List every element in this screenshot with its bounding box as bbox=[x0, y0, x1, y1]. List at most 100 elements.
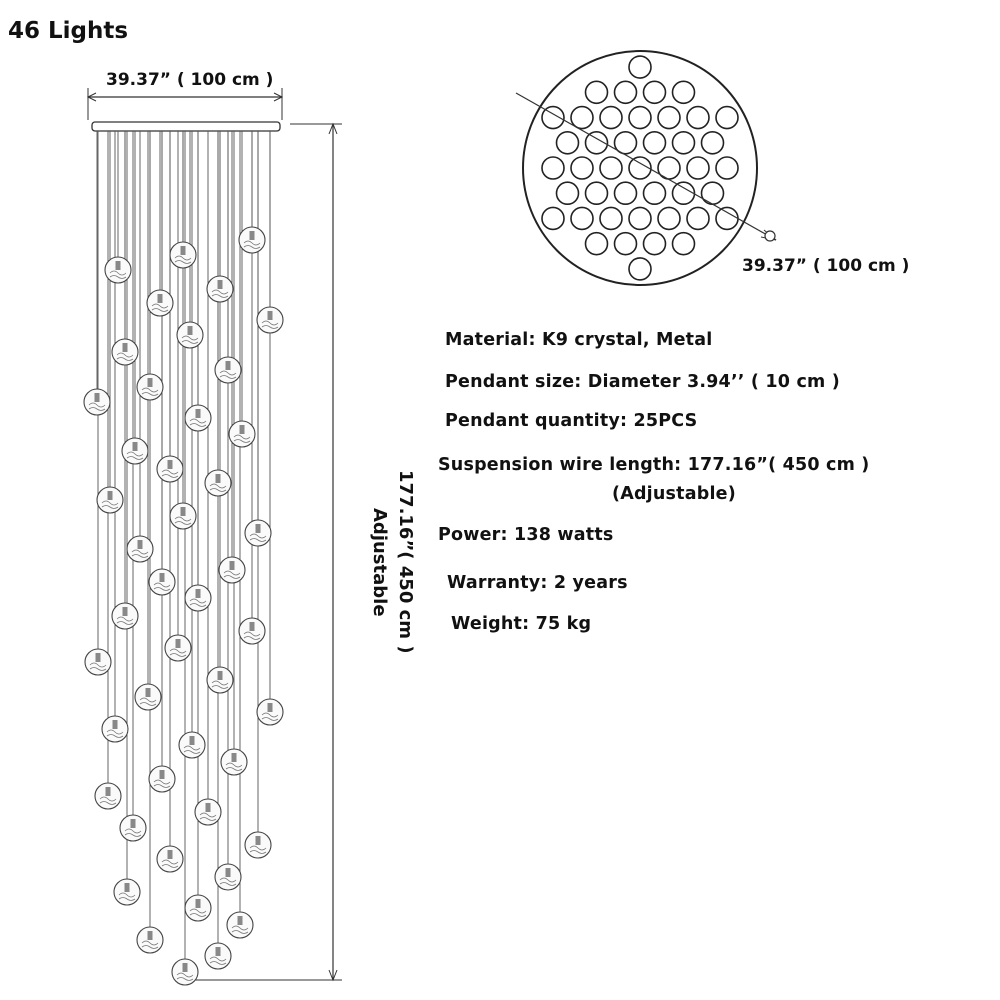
top-view-pendant bbox=[686, 206, 710, 231]
top-view-pendant bbox=[570, 105, 594, 130]
canopy-plate bbox=[91, 121, 281, 132]
top-view-pendant bbox=[686, 156, 710, 180]
top-view-pendant bbox=[642, 80, 667, 105]
crystal-pendant bbox=[104, 256, 132, 284]
crystal-pendant bbox=[169, 502, 197, 530]
top-view-pendant bbox=[541, 105, 565, 130]
canopy-diameter-label: 39.37” ( 100 cm ) bbox=[742, 256, 910, 276]
top-view-pendant bbox=[613, 181, 638, 206]
top-view-pendant bbox=[584, 231, 609, 256]
crystal-pendant bbox=[136, 926, 164, 954]
top-view-pendant bbox=[570, 156, 594, 180]
crystal-pendant bbox=[84, 648, 112, 676]
top-view-pendant bbox=[613, 231, 638, 256]
height-dimension-line bbox=[190, 122, 342, 982]
top-view-pendant bbox=[657, 105, 681, 130]
crystal-pendant bbox=[256, 306, 284, 334]
crystal-pendant bbox=[176, 321, 204, 349]
crystal-pendant bbox=[194, 798, 222, 826]
crystal-pendant bbox=[171, 958, 199, 986]
crystal-pendant bbox=[134, 683, 162, 711]
top-view-pendant bbox=[584, 130, 609, 155]
top-view-pendant bbox=[671, 80, 696, 105]
width-dimension-line bbox=[86, 88, 284, 120]
spec-pendant-size: Pendant size: Diameter 3.94’’ ( 10 cm ) bbox=[445, 372, 840, 392]
top-view-pendant bbox=[599, 156, 623, 180]
crystal-pendant bbox=[169, 241, 197, 269]
crystal-pendant bbox=[206, 666, 234, 694]
page-title: 46 Lights bbox=[8, 18, 129, 44]
top-view-pendant bbox=[555, 181, 580, 206]
top-view-pendant bbox=[628, 206, 652, 231]
crystal-pendant bbox=[244, 519, 272, 547]
spec-warranty: Warranty: 2 years bbox=[447, 573, 628, 593]
crystal-pendant bbox=[101, 715, 129, 743]
top-view-pendant bbox=[715, 206, 739, 231]
crystal-pendant bbox=[214, 863, 242, 891]
top-view-pendant bbox=[555, 130, 580, 155]
top-view-pendant bbox=[715, 105, 739, 130]
top-view-pendant bbox=[599, 206, 623, 231]
height-label: 177.16”( 450 cm ) bbox=[395, 470, 416, 654]
crystal-pendant bbox=[178, 731, 206, 759]
crystal-pendant bbox=[96, 486, 124, 514]
top-view-pendant bbox=[642, 231, 667, 256]
height-note-label: Adjustable bbox=[369, 508, 390, 617]
suspension-wires bbox=[96, 131, 271, 960]
crystal-pendant bbox=[156, 455, 184, 483]
top-view-pendants bbox=[541, 55, 739, 281]
top-view-pendant bbox=[628, 257, 652, 281]
top-width-label: 39.37” ( 100 cm ) bbox=[106, 70, 274, 90]
crystal-pendant bbox=[136, 373, 164, 401]
top-view-pendant bbox=[584, 181, 609, 206]
spec-power: Power: 138 watts bbox=[438, 525, 614, 545]
spec-pendant-quantity: Pendant quantity: 25PCS bbox=[445, 411, 698, 431]
top-view-pendant bbox=[541, 156, 565, 180]
crystal-pendant bbox=[146, 289, 174, 317]
crystal-pendant bbox=[148, 765, 176, 793]
crystal-pendants bbox=[83, 226, 284, 986]
crystal-pendant bbox=[226, 911, 254, 939]
top-view-pendant bbox=[628, 156, 652, 180]
crystal-pendant bbox=[256, 698, 284, 726]
crystal-pendant bbox=[244, 831, 272, 859]
crystal-pendant bbox=[164, 634, 192, 662]
top-view-pendant bbox=[570, 206, 594, 231]
crystal-pendant bbox=[238, 617, 266, 645]
top-view-pendant bbox=[613, 130, 638, 155]
crystal-pendant bbox=[94, 782, 122, 810]
crystal-pendant bbox=[204, 469, 232, 497]
crystal-pendant bbox=[184, 404, 212, 432]
crystal-pendant bbox=[238, 226, 266, 254]
top-view-pendant bbox=[613, 80, 638, 105]
top-view-pendant bbox=[628, 105, 652, 130]
top-view-pendant bbox=[671, 130, 696, 155]
top-view-pendant bbox=[700, 181, 725, 206]
crystal-pendant bbox=[126, 535, 154, 563]
crystal-pendant bbox=[113, 878, 141, 906]
spec-wire-note: (Adjustable) bbox=[612, 484, 736, 504]
crystal-pendant bbox=[206, 275, 234, 303]
top-view-pendant bbox=[671, 231, 696, 256]
crystal-pendant bbox=[111, 338, 139, 366]
top-view-pendant bbox=[628, 55, 652, 79]
crystal-pendant bbox=[83, 388, 111, 416]
top-view-pendant bbox=[700, 130, 725, 155]
crystal-pendant bbox=[184, 584, 212, 612]
top-view-pendant bbox=[686, 105, 710, 130]
crystal-pendant bbox=[228, 420, 256, 448]
diameter-indicator bbox=[515, 92, 777, 242]
top-view-pendant bbox=[671, 181, 696, 206]
crystal-pendant bbox=[111, 602, 139, 630]
spec-material: Material: K9 crystal, Metal bbox=[445, 330, 713, 350]
top-view-pendant bbox=[657, 206, 681, 231]
crystal-pendant bbox=[121, 437, 149, 465]
spec-wire-length: Suspension wire length: 177.16”( 450 cm … bbox=[438, 455, 870, 475]
crystal-pendant bbox=[218, 556, 246, 584]
crystal-pendant bbox=[156, 845, 184, 873]
top-view-pendant bbox=[599, 105, 623, 130]
top-view-pendant bbox=[584, 80, 609, 105]
crystal-pendant bbox=[204, 942, 232, 970]
crystal-pendant bbox=[220, 748, 248, 776]
